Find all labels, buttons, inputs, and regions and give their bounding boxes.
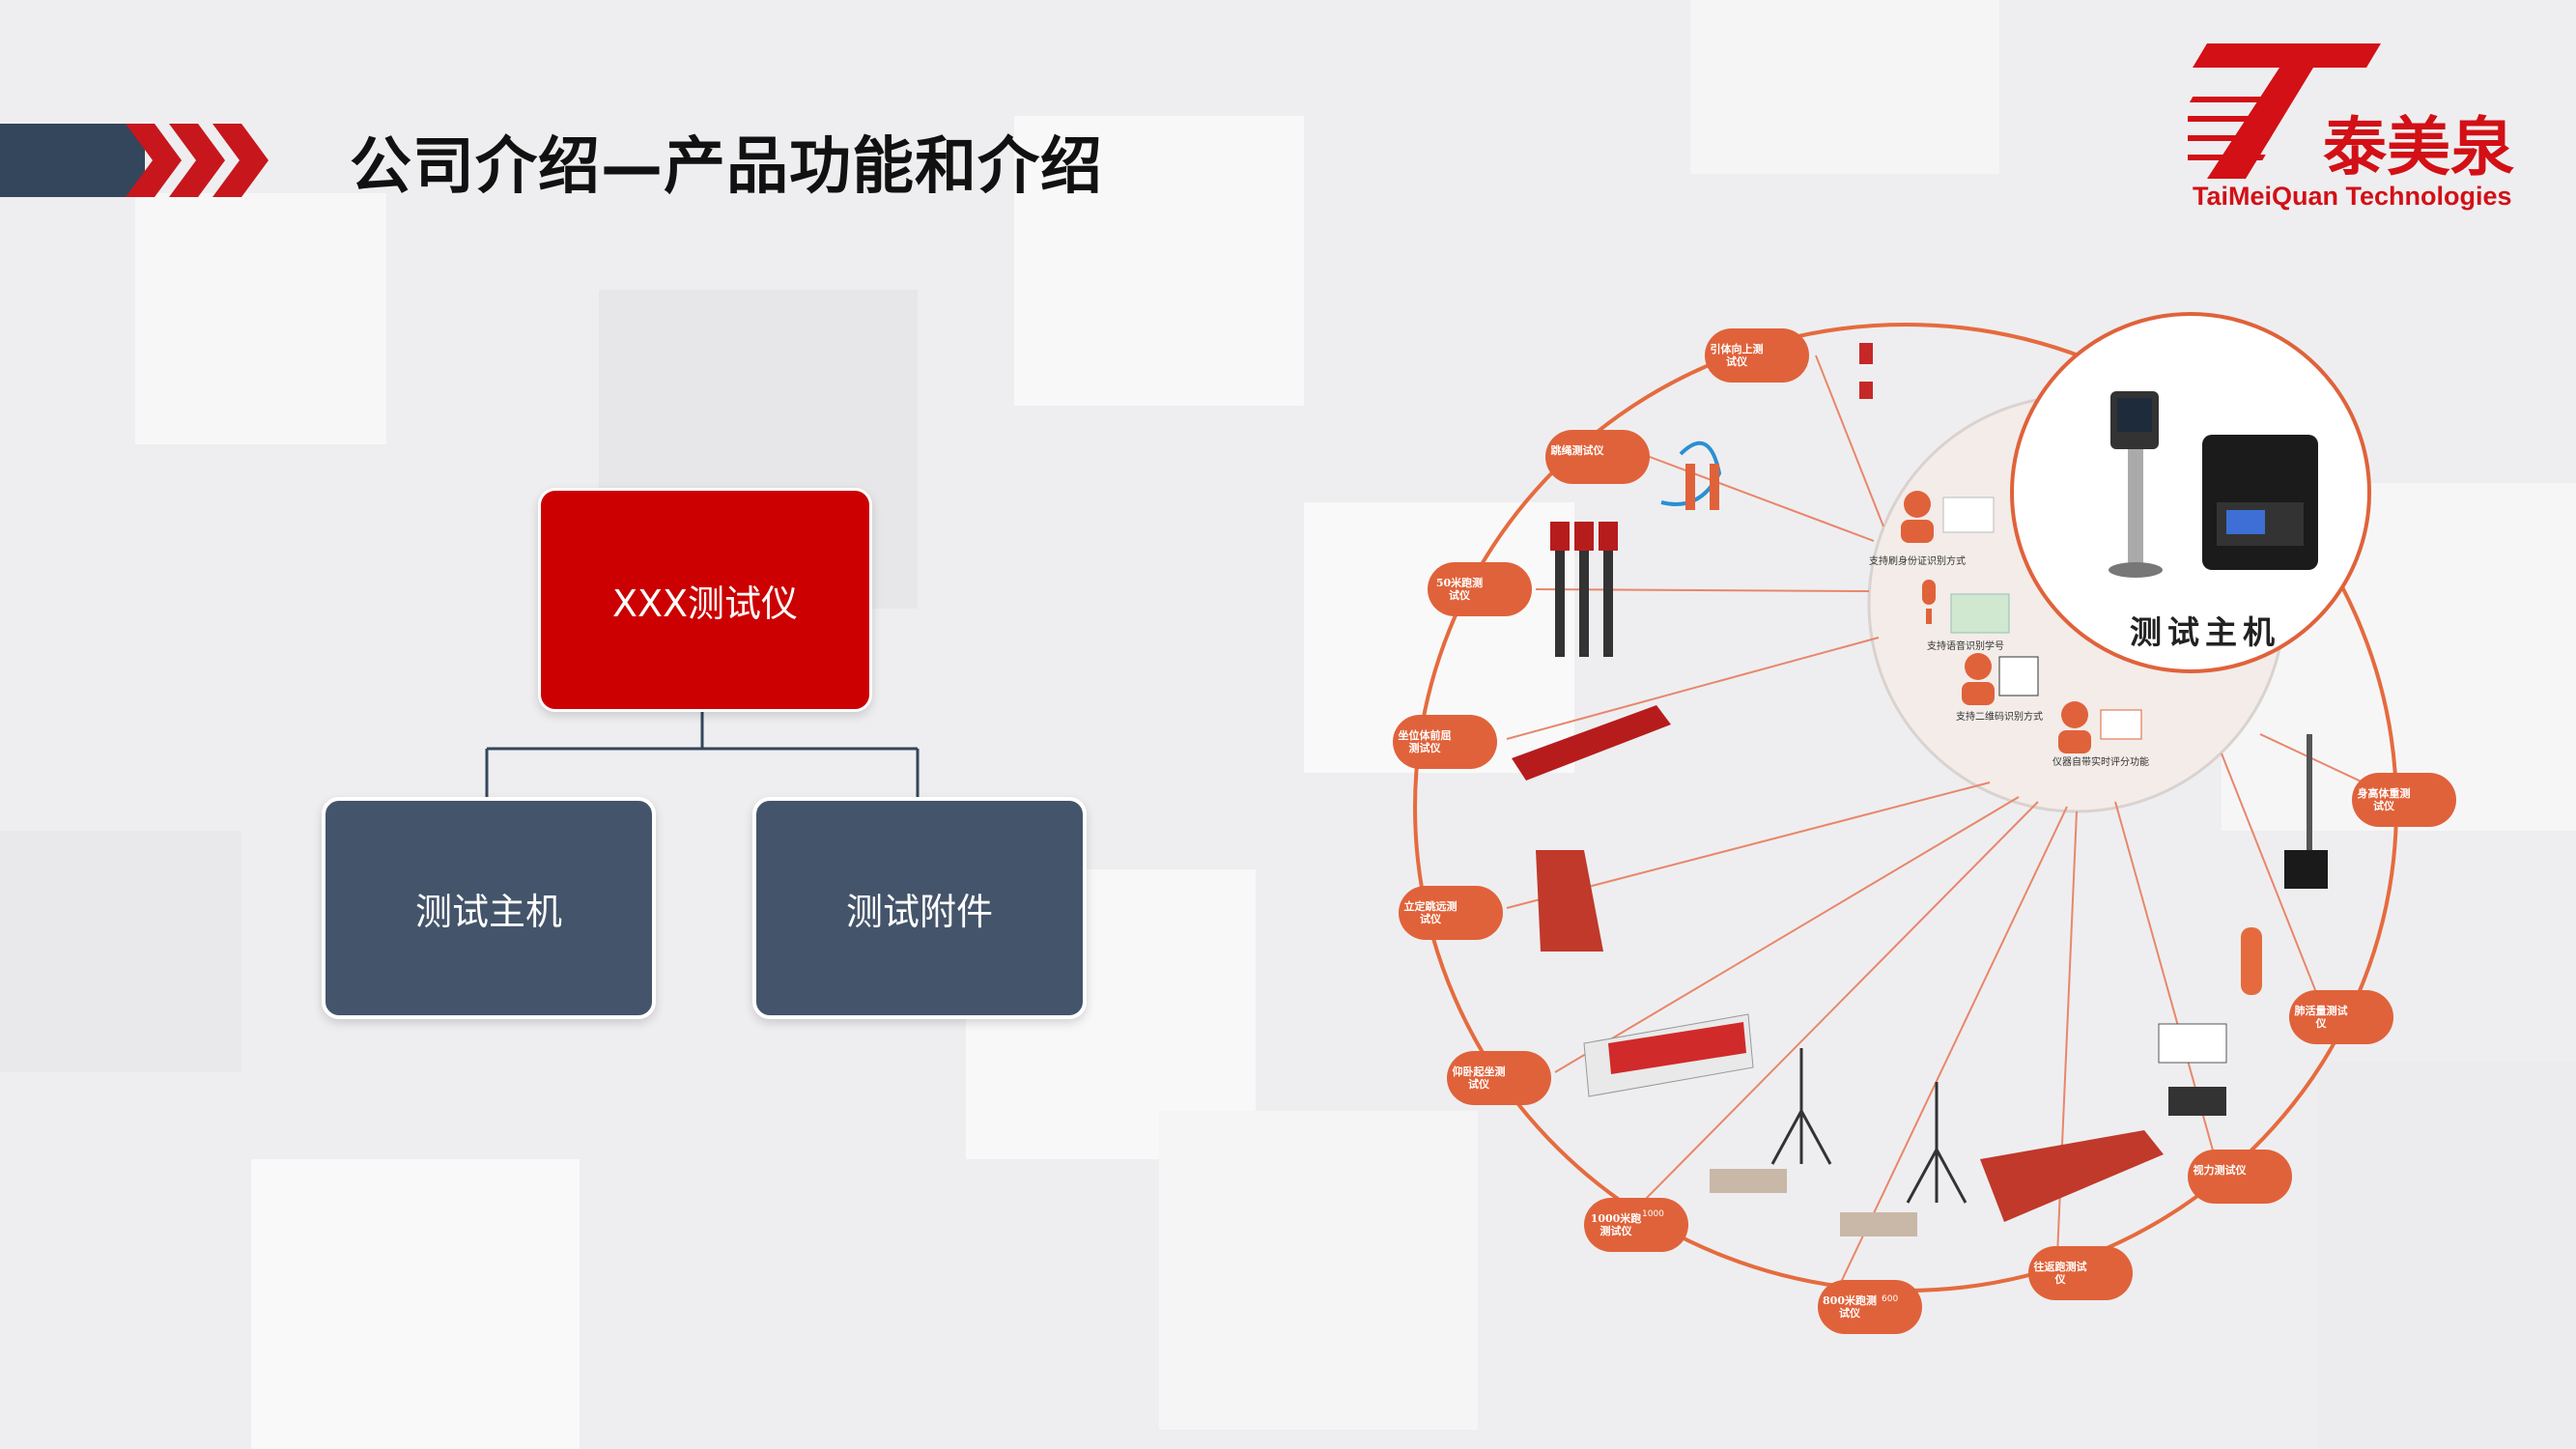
device-50m-label: 50米跑测试仪: [1435, 577, 1484, 602]
header-accent-bar: [0, 124, 145, 197]
hub-title: 测试主机: [2130, 613, 2280, 651]
device-vision-label: 视力测试仪: [2193, 1164, 2247, 1177]
tree-root-node: XXX测试仪: [538, 488, 872, 712]
device-1000m-label: 1000米跑测试仪: [1590, 1212, 1642, 1237]
counter-600-label: 600: [1882, 1294, 1899, 1304]
feature-card-icons: [1942, 497, 2142, 740]
device-height-label: 身高体重测试仪: [2357, 787, 2411, 812]
company-logo-icon: [2188, 43, 2381, 179]
device-badges: [1393, 328, 2456, 1334]
feature-label-id-card: 支持刷身份证识别方式: [1869, 556, 1966, 567]
hub-equipment: [2109, 391, 2318, 578]
product-circle-diagram: [1393, 312, 2456, 1334]
connector-lines: [1506, 355, 2401, 1295]
device-jumprope-label: 跳绳测试仪: [1550, 444, 1604, 457]
hub-circle: [2010, 312, 2371, 673]
feature-person-icons: [1901, 491, 2091, 753]
device-longjump-label: 立定跳远测试仪: [1403, 900, 1458, 925]
tree-node-test-accessory: 测试附件: [752, 797, 1087, 1019]
counter-1000-label: 1000: [1642, 1209, 1664, 1219]
feature-label-qrcode: 支持二维码识别方式: [1956, 712, 2043, 723]
device-800m-label: 800米跑测试仪: [1823, 1294, 1877, 1320]
device-pullup-label: 引体向上测试仪: [1710, 343, 1764, 368]
device-lung-label: 肺活量测试仪: [2294, 1005, 2348, 1030]
logo-name-cn: 泰美泉: [2323, 110, 2514, 185]
feature-label-voice: 支持语音识别学号: [1927, 641, 2004, 652]
feature-label-scoring: 仪器自带实时评分功能: [2052, 757, 2149, 768]
header-chevrons-icon: [126, 124, 269, 197]
device-pictographs: [1512, 343, 2328, 1236]
tree-node-test-host: 测试主机: [322, 797, 656, 1019]
page-title: 公司介绍—产品功能和介绍: [350, 131, 1103, 203]
device-situp-label: 仰卧起坐测试仪: [1452, 1065, 1506, 1091]
logo-name-en: TaiMeiQuan Technologies: [2193, 182, 2512, 211]
device-sitreach-label: 坐位体前屈测试仪: [1398, 729, 1452, 754]
device-shuttle-label: 往返跑测试仪: [2033, 1261, 2087, 1286]
